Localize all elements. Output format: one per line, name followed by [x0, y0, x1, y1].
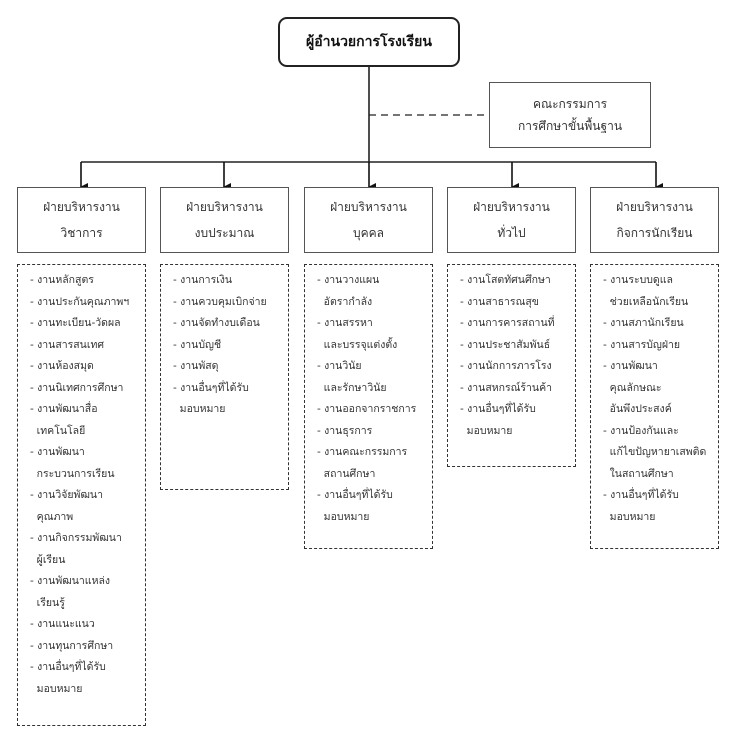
dept-academic-box: ฝ่ายบริหารงาน วิชาการ [17, 187, 146, 253]
dept-student-affairs-task-list: - งานระบบดูแล ช่วยเหลือนักเรียน - งานสภาน… [590, 264, 719, 549]
committee-line-1: คณะกรรมการ [532, 97, 608, 111]
task-item: มอบหมาย [603, 510, 656, 523]
task-item: - งานพัฒนาแหล่ง [30, 575, 111, 587]
task-item: และบรรจุแต่งตั้ง [317, 338, 398, 351]
dept-subtitle: วิชาการ [60, 226, 103, 240]
task-item: เทคโนโลยี [30, 424, 86, 437]
committee-box: คณะกรรมการ การศึกษาขั้นพื้นฐาน [489, 82, 651, 148]
task-item: - งานวิจัยพัฒนา [30, 489, 104, 501]
task-item: - งานนักการภารโรง [460, 360, 552, 372]
director-box: ผู้อำนวยการโรงเรียน [278, 17, 460, 67]
task-item: มอบหมาย [317, 510, 370, 523]
dept-subtitle: บุคคล [352, 226, 385, 240]
task-item: ในสถานศึกษา [603, 467, 674, 480]
task-item: - งานกิจกรรมพัฒนา [30, 532, 122, 544]
task-item: มอบหมาย [173, 403, 226, 415]
task-item: - งานประกันคุณภาพฯ [30, 295, 130, 308]
dept-title: ฝ่ายบริหารงาน [186, 200, 263, 214]
dept-general-task-list: - งานโสตทัศนศึกษา - งานสาธารณสุข - งานการค… [447, 264, 576, 467]
task-item: - งานการคารสถานที่ [460, 317, 555, 329]
task-item: - งานอื่นๆที่ได้รับ [317, 489, 393, 501]
task-item: - งานทุนการศึกษา [30, 639, 114, 652]
dept-subtitle: ทั่วไป [497, 226, 526, 240]
dept-title: ฝ่ายบริหารงาน [616, 200, 693, 214]
task-item: - งานคณะกรรมการ [317, 446, 408, 458]
task-item: ผู้เรียน [30, 553, 66, 566]
task-item: - งานพัฒนาสื่อ [30, 403, 98, 415]
task-item: และรักษาวินัย [317, 381, 387, 394]
task-item: เรียนรู้ [30, 596, 65, 609]
task-item: - งานพัฒนา [30, 446, 85, 458]
task-item: - งานการเงิน [173, 274, 233, 286]
dept-personnel-box: ฝ่ายบริหารงาน บุคคล [304, 187, 433, 253]
dept-budget-box: ฝ่ายบริหารงาน งบประมาณ [160, 187, 289, 253]
task-item: - งานหลักสูตร [30, 274, 94, 286]
director-title: ผู้อำนวยการโรงเรียน [306, 34, 432, 50]
task-item: - งานควบคุมเบิกจ่าย [173, 295, 267, 308]
dept-budget-task-list: - งานการเงิน - งานควบคุมเบิกจ่าย - งานจัดท… [160, 264, 289, 490]
task-item: - งานวางแผน [317, 274, 380, 286]
task-item: - งานสรรหา [317, 317, 373, 329]
task-item: - งานประชาสัมพันธ์ [460, 338, 551, 351]
task-item: - งานระบบดูแล [603, 274, 673, 286]
dept-personnel-task-list: - งานวางแผน อัตรากำลัง - งานสรรหา และบรรจ… [304, 264, 433, 549]
task-item: - งานอื่นๆที่ได้รับ [460, 403, 536, 415]
task-item: - งานสารสนเทศ [30, 338, 105, 351]
task-item: - งานสาธารณสุข [460, 295, 539, 308]
task-item: - งานพัสดุ [173, 360, 219, 372]
task-item: - งานสารบัญฝ่าย [603, 338, 681, 351]
task-item: มอบหมาย [460, 424, 513, 437]
task-item: แก้ไขปัญหายาเสพติด [603, 446, 707, 458]
task-item: - งานทะเบียน-วัดผล [30, 317, 121, 329]
dept-title: ฝ่ายบริหารงาน [330, 200, 407, 214]
task-item: อัตรากำลัง [317, 295, 373, 308]
task-item: - งานธุรการ [317, 424, 373, 437]
task-item: อันพึงประสงค์ [603, 403, 672, 415]
task-item: คุณลักษณะ [603, 381, 662, 394]
dept-subtitle: งบประมาณ [194, 226, 255, 240]
task-item: - งานห้องสมุด [30, 360, 94, 372]
task-item: - งานอื่นๆที่ได้รับ [603, 489, 679, 501]
task-item: - งานวินัย [317, 360, 362, 372]
dept-subtitle: กิจการนักเรียน [616, 226, 693, 240]
task-item: - งานแนะแนว [30, 618, 95, 630]
task-item: - งานอื่นๆที่ได้รับ [30, 661, 106, 673]
task-item: - งานโสตทัศนศึกษา [460, 274, 551, 286]
task-item: คุณภาพ [30, 510, 74, 523]
task-item: - งานสภานักเรียน [603, 317, 684, 329]
dept-student-affairs-box: ฝ่ายบริหารงาน กิจการนักเรียน [590, 187, 719, 253]
task-item: - งานบัญชี [173, 338, 222, 351]
dept-academic-task-list: - งานหลักสูตร - งานประกันคุณภาพฯ - งานทะเบ… [17, 264, 146, 726]
committee-line-2: การศึกษาขั้นพื้นฐาน [517, 119, 623, 133]
task-item: - งานออกจากราชการ [317, 403, 417, 415]
dept-general-box: ฝ่ายบริหารงาน ทั่วไป [447, 187, 576, 253]
dept-title: ฝ่ายบริหารงาน [473, 200, 550, 214]
task-item: มอบหมาย [30, 682, 83, 695]
task-item: - งานจัดทำงบเดือน [173, 317, 260, 329]
task-item: ช่วยเหลือนักเรียน [603, 295, 689, 308]
dept-title: ฝ่ายบริหารงาน [43, 200, 120, 214]
task-item: - งานอื่นๆที่ได้รับ [173, 381, 249, 394]
task-item: - งานป้องกันและ [603, 424, 679, 437]
task-item: - งานสหกรณ์ร้านค้า [460, 381, 553, 394]
task-item: - งานพัฒนา [603, 360, 658, 372]
task-item: - งานนิเทศการศึกษา [30, 381, 124, 394]
task-item: กระบวนการเรียน [30, 467, 115, 480]
task-item: สถานศึกษา [317, 467, 376, 480]
